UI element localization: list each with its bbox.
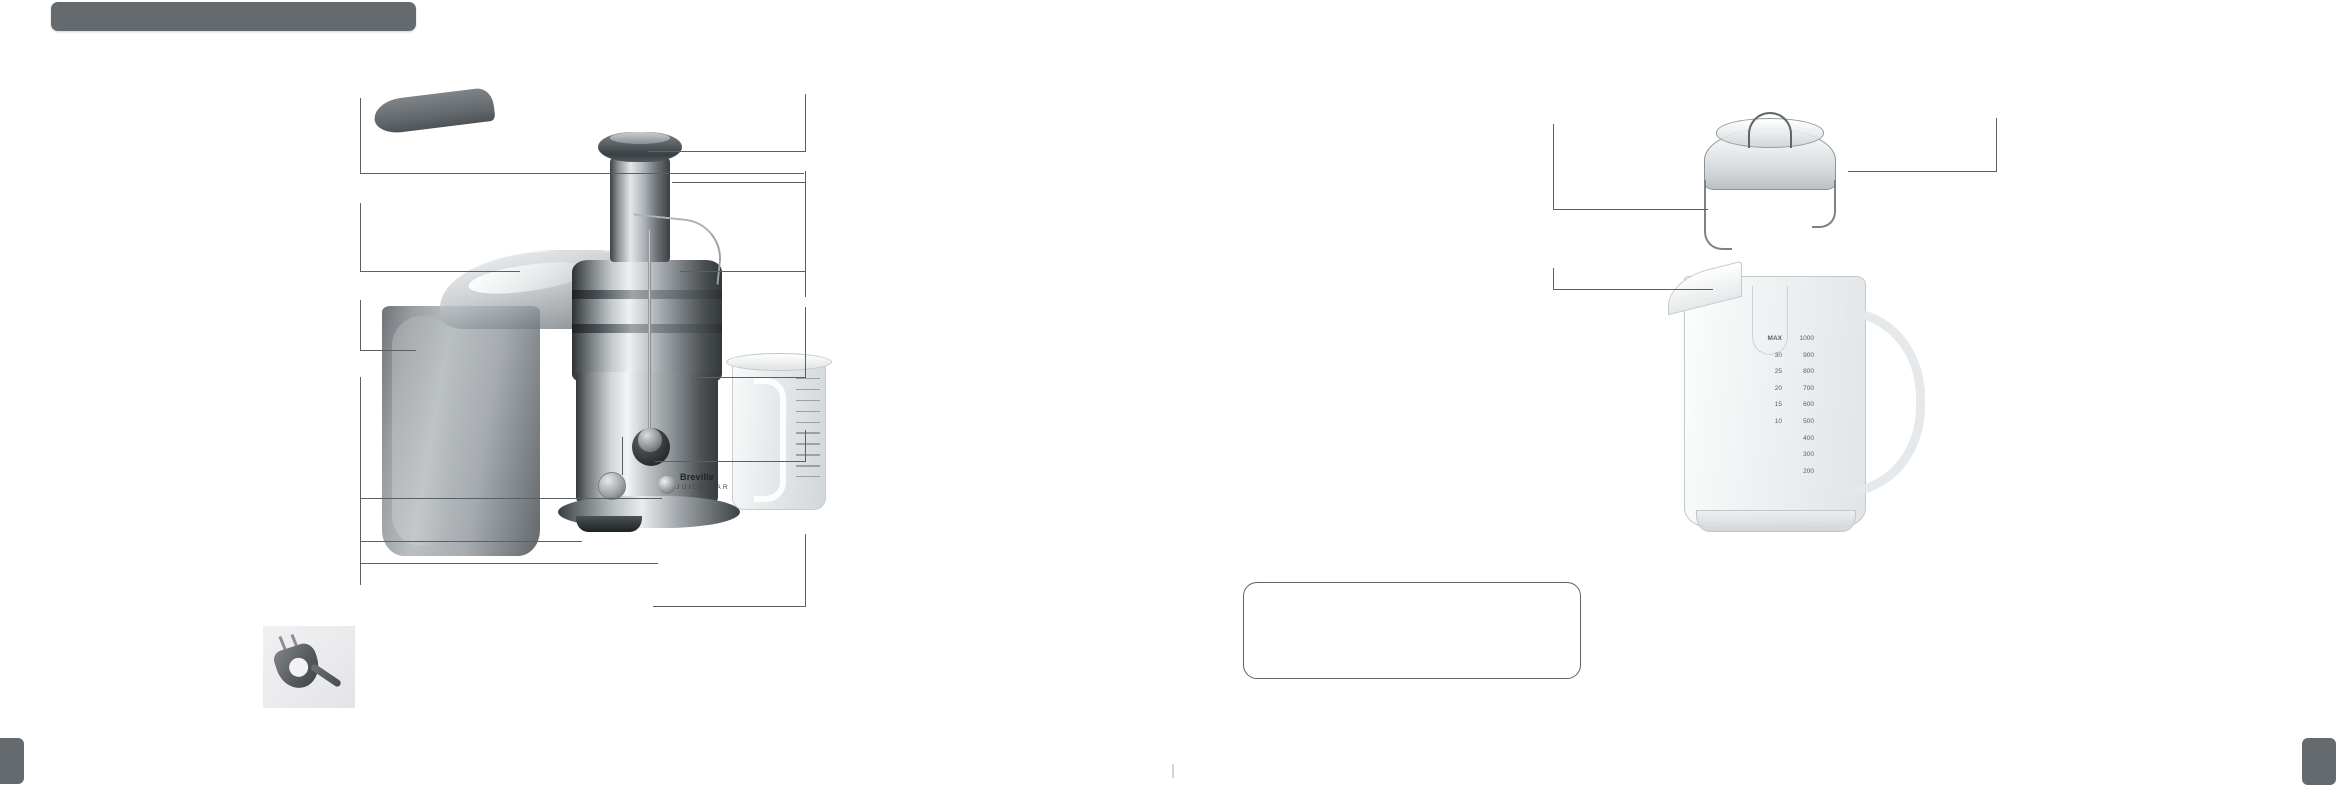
plug-finger-hole: [286, 655, 311, 680]
jug-scale-ml-5: 500: [1803, 417, 1814, 425]
cover-highlight: [466, 256, 590, 300]
jug-scale-ml-1: 900: [1803, 351, 1814, 359]
figure-juice-jug: MAX 30 25 20 15 10 1000 900 800 700 600 …: [1660, 112, 1940, 558]
jug-scale-ml-4: 600: [1803, 401, 1814, 409]
jug-scale-oz-1: 30: [1774, 351, 1782, 359]
brand-sub-logo: JUICE BAR: [676, 484, 730, 491]
callout-r5-rule: [655, 461, 806, 462]
jug-scale-oz-2: 25: [1774, 368, 1782, 376]
food-pusher-cap: [610, 132, 670, 144]
power-switch: [598, 472, 626, 500]
jug-scale-oz-4: 15: [1774, 401, 1782, 409]
callout-l1-stem: [360, 98, 361, 174]
speed-selector: [658, 476, 676, 494]
callout-r6-rule: [653, 606, 806, 607]
page-tab-left: [0, 738, 24, 784]
power-cord-photo: [263, 626, 355, 708]
callout-r2-rule: [672, 182, 806, 183]
callout-r3-rule: [680, 271, 806, 272]
section-header-bar: [51, 2, 416, 31]
callout-l5-rule: [360, 541, 582, 542]
bowl-band-upper: [572, 290, 722, 299]
jug-scale-ml-8: 200: [1803, 467, 1814, 475]
froth-separator-skirt-left: [1704, 180, 1732, 250]
callout-r1-rule: [648, 151, 806, 152]
callout-r1-stem: [805, 94, 806, 151]
froth-separator-skirt-right: [1812, 180, 1836, 228]
jug-scale-ml-7: 300: [1803, 451, 1814, 459]
food-chute: [610, 158, 670, 262]
jug-scale-ml-3: 700: [1803, 384, 1814, 392]
callout-l4-rule: [360, 498, 662, 499]
jug-scale-ml-2: 800: [1803, 368, 1814, 376]
callout-l1-rule: [360, 173, 804, 174]
jug-scale-oz-5: 10: [1774, 417, 1782, 425]
callout-r6-stem: [805, 534, 806, 607]
callout-j3-stem: [1996, 118, 1997, 172]
jug-scale-oz: MAX 30 25 20 15 10: [1760, 335, 1782, 436]
jug-body: [1684, 276, 1866, 528]
callout-r5-stem: [805, 430, 806, 461]
callout-j1-stem: [1553, 124, 1554, 210]
pulp-container-lip: [372, 86, 496, 136]
figure-juice-extractor: Breville JUICE BAR: [372, 86, 850, 580]
jug-base: [1696, 510, 1856, 532]
juice-jug-small-scale: [796, 378, 820, 496]
callout-r2-stem: [805, 171, 806, 232]
callout-j3-rule: [1848, 171, 1997, 172]
page-tab-right: [2302, 738, 2336, 785]
callout-l3-stem: [360, 300, 361, 351]
jug-scale-oz-3: 20: [1774, 384, 1782, 392]
safety-locking-knob: [638, 428, 662, 452]
footer-page-mark: [1172, 764, 1174, 778]
callout-r4-stem: [805, 307, 806, 378]
pulp-container-highlight: [392, 316, 452, 546]
bowl-band-lower: [572, 324, 722, 333]
jug-internal-baffle: [1752, 286, 1788, 355]
jug-scale-ml-6: 400: [1803, 434, 1814, 442]
callout-l6b-stem: [360, 512, 361, 572]
callout-l2-stem: [360, 203, 361, 272]
callout-j2-rule: [1553, 289, 1713, 290]
safety-locking-arm: [627, 213, 725, 285]
motor-base-pad: [576, 516, 642, 532]
callout-r4-rule: [690, 377, 806, 378]
callout-j1-rule: [1553, 209, 1708, 210]
callout-l6-rule: [360, 563, 658, 564]
juicing-bowl: [572, 260, 722, 382]
brand-logo: Breville: [680, 472, 715, 482]
jug-scale-ml: 1000 900 800 700 600 500 400 300 200: [1786, 335, 1814, 485]
callout-l4-stem: [360, 377, 361, 499]
callout-l2-rule: [360, 271, 520, 272]
juice-jug-small-handle: [754, 378, 786, 502]
safety-locking-rod: [648, 230, 651, 436]
juice-jug-small-rim: [726, 353, 832, 371]
froth-separator-handle: [1748, 112, 1792, 148]
note-box: [1243, 582, 1581, 679]
callout-r3-stem: [805, 231, 806, 297]
callout-l3-rule: [360, 350, 416, 351]
callout-j2-stem: [1553, 268, 1554, 290]
callout-dial-stem: [622, 437, 623, 475]
callout-l5-stem: [360, 468, 361, 542]
jug-scale-ml-0: 1000: [1799, 335, 1814, 342]
jug-handle: [1846, 308, 1925, 496]
pulp-container: [382, 306, 540, 556]
jug-scale-oz-0: MAX: [1767, 335, 1782, 342]
